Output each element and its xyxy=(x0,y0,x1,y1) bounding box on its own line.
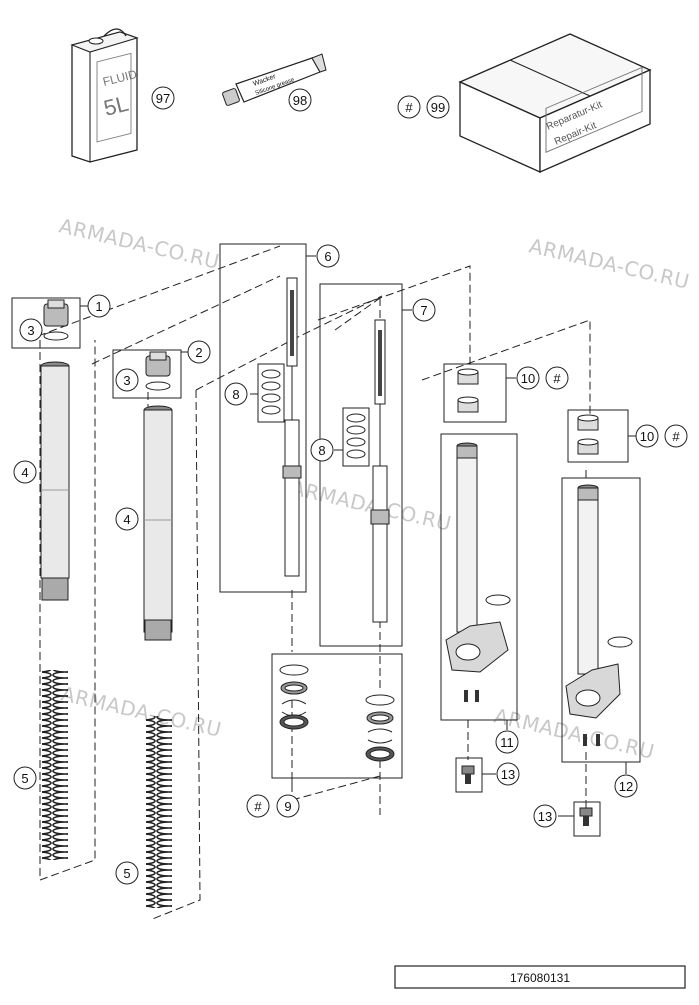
fork-cap-1 xyxy=(43,299,69,341)
svg-text:#: # xyxy=(405,100,413,115)
inner-tube-12 xyxy=(565,484,633,746)
assembly-lines xyxy=(37,245,591,921)
oil-can-icon: FLUID 5L xyxy=(70,28,139,163)
callout-99: 99 xyxy=(426,95,450,119)
screw-box-13a xyxy=(455,757,483,793)
fork-cap-2 xyxy=(145,351,171,391)
bushing-box-10a xyxy=(443,363,507,423)
svg-text:1: 1 xyxy=(95,299,102,314)
callout-5a: 5 xyxy=(13,766,37,790)
callouts: 97 98 # 99 1 3 2 3 4 4 5 5 6 7 8 8 # 9 1… xyxy=(13,86,688,885)
cap-assembly-box-2 xyxy=(112,349,182,399)
callout-hash-9: # xyxy=(246,794,270,818)
svg-text:5: 5 xyxy=(123,866,130,881)
callout-8b: 8 xyxy=(310,438,334,462)
svg-text:11: 11 xyxy=(500,735,514,750)
ring-set-box-8b xyxy=(342,407,370,467)
callout-hash-99: # xyxy=(397,95,421,119)
callout-8a: 8 xyxy=(224,382,248,406)
svg-text:3: 3 xyxy=(27,323,34,338)
seal-kit-9 xyxy=(279,664,395,762)
callout-9: 9 xyxy=(276,794,300,818)
cartridge-box-7 xyxy=(319,283,403,647)
callout-10a: 10 xyxy=(516,366,540,390)
callout-3b: 3 xyxy=(115,368,139,392)
o-rings-8b xyxy=(346,413,366,459)
svg-text:4: 4 xyxy=(21,465,28,480)
svg-text:98: 98 xyxy=(293,93,307,108)
svg-text:99: 99 xyxy=(431,100,445,115)
callout-6: 6 xyxy=(316,244,340,268)
fork-spring-1 xyxy=(42,670,68,860)
screw-13b xyxy=(579,807,593,826)
callout-4a: 4 xyxy=(13,460,37,484)
watermark: ARMADA-CO.RU xyxy=(527,233,692,293)
bushings-10b xyxy=(577,414,599,455)
svg-text:4: 4 xyxy=(123,512,130,527)
callout-2: 2 xyxy=(187,340,211,364)
fork-spring-2 xyxy=(146,716,172,908)
callout-7: 7 xyxy=(412,298,436,322)
inner-tube-11 xyxy=(445,442,511,702)
callout-4b: 4 xyxy=(115,507,139,531)
svg-text:13: 13 xyxy=(538,809,552,824)
cartridge-7 xyxy=(370,319,390,623)
svg-text:#: # xyxy=(254,799,262,814)
svg-text:8: 8 xyxy=(318,443,325,458)
watermark: ARMADA-CO.RU xyxy=(289,475,454,535)
callout-13a: 13 xyxy=(496,762,520,786)
cap-assembly-box-1 xyxy=(11,297,81,349)
cartridge-box-6 xyxy=(219,243,307,593)
callout-5b: 5 xyxy=(115,861,139,885)
svg-text:5: 5 xyxy=(21,771,28,786)
diagram-number: 176080131 xyxy=(510,971,570,985)
callout-13b: 13 xyxy=(533,804,557,828)
watermark: ARMADA-CO.RU xyxy=(57,213,222,273)
svg-text:6: 6 xyxy=(324,249,331,264)
seal-kit-box-9 xyxy=(271,653,403,779)
fluid-volume-label: 5L xyxy=(101,91,131,121)
callout-hash-10a: # xyxy=(545,366,569,390)
callout-98: 98 xyxy=(288,88,312,112)
svg-text:#: # xyxy=(672,429,680,444)
svg-text:3: 3 xyxy=(123,373,130,388)
ring-set-box-8a xyxy=(257,363,285,423)
svg-text:7: 7 xyxy=(420,303,427,318)
svg-text:8: 8 xyxy=(232,387,239,402)
callout-10b: 10 xyxy=(635,424,659,448)
svg-text:9: 9 xyxy=(284,799,291,814)
callout-11: 11 xyxy=(495,730,519,754)
callout-hash-10b: # xyxy=(664,424,688,448)
outer-tube-1 xyxy=(40,361,70,601)
cartridge-6 xyxy=(282,277,302,577)
callout-97: 97 xyxy=(151,86,175,110)
bushings-10a xyxy=(457,368,479,413)
callout-3a: 3 xyxy=(19,318,43,342)
repair-kit-box-icon: Reparatur-Kit Repair-Kit xyxy=(458,33,652,174)
o-rings-8a xyxy=(261,369,281,415)
svg-text:97: 97 xyxy=(156,91,170,106)
inner-tube-box-11 xyxy=(440,433,518,721)
svg-text:2: 2 xyxy=(195,345,202,360)
svg-text:12: 12 xyxy=(619,779,633,794)
screw-box-13b xyxy=(573,801,601,837)
callout-1: 1 xyxy=(87,294,111,318)
inner-tube-box-12 xyxy=(561,477,641,763)
svg-text:10: 10 xyxy=(521,371,535,386)
svg-text:13: 13 xyxy=(501,767,515,782)
leader-lines xyxy=(80,255,636,817)
screw-13a xyxy=(461,765,475,784)
outer-tube-2 xyxy=(143,405,173,641)
svg-text:10: 10 xyxy=(640,429,654,444)
callout-12: 12 xyxy=(614,774,638,798)
svg-text:#: # xyxy=(553,371,561,386)
diagram-number-box: 176080131 xyxy=(394,965,686,989)
